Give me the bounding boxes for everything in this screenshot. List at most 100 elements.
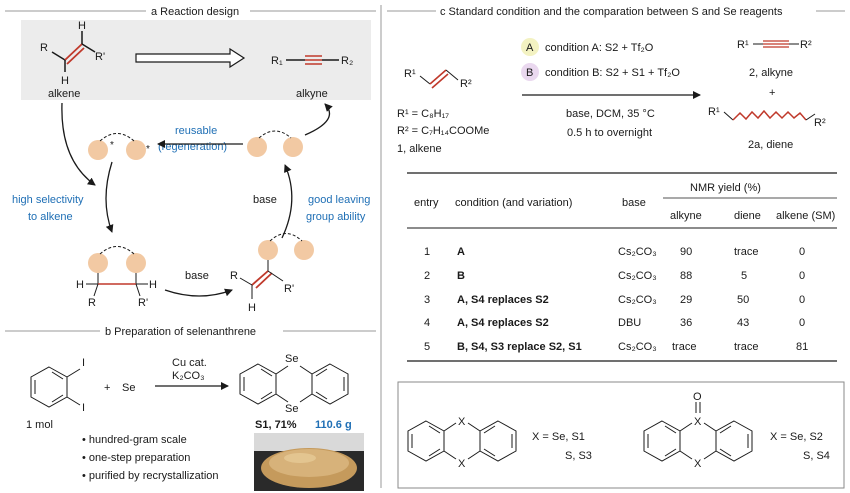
substrate-1: R¹ R² (404, 68, 472, 90)
iodo-bottom: I (82, 402, 85, 414)
cell-alkene: 0 (799, 294, 805, 306)
diene-R2: R² (814, 117, 826, 129)
product-diene: R¹ R² (708, 106, 826, 129)
panel-a: a Reaction design R R' H H alkene R₁ (5, 6, 376, 314)
adduct-structure: H H R R' (76, 246, 157, 309)
cell-alkene: 0 (799, 246, 805, 258)
elimination-arrow (164, 288, 233, 297)
se-top: Se (285, 353, 298, 365)
prod-R1: R¹ (737, 39, 749, 51)
plus-sign: + (104, 382, 110, 394)
reusable-label: reusable (175, 125, 217, 137)
vinyl-Rp: R' (284, 283, 294, 295)
table-row: 3 A, S4 replaces S2 Cs₂CO₃ 29 50 0 (424, 294, 805, 306)
table-row: 1 A Cs₂CO₃ 90 trace 0 (424, 246, 805, 258)
high-selectivity-1: high selectivity (12, 194, 84, 206)
prod-R2: R² (800, 39, 812, 51)
cell-diene: 43 (737, 317, 749, 329)
adduct-R: R (88, 297, 96, 309)
cell-condition: B (457, 270, 465, 282)
good-leaving-1: good leaving (308, 194, 370, 206)
cell-base: DBU (618, 317, 641, 329)
panel-a-title: a Reaction design (151, 6, 239, 18)
cell-condition: A (457, 246, 465, 258)
structure-S2-S4: X O X (643, 391, 753, 470)
vinyl-intermediate: R R' H (230, 233, 314, 314)
badge-B-text: B (526, 67, 533, 79)
selenanthrene: Se Se (239, 353, 349, 415)
conditions-1: base, DCM, 35 °C (566, 108, 655, 120)
cell-entry: 3 (424, 294, 430, 306)
iodo-top: I (82, 357, 85, 369)
prod-diene-label: 2a, diene (748, 139, 793, 151)
table-row: 5 B, S4, S3 replace S2, S1 Cs₂CO₃ trace … (424, 341, 808, 353)
cell-condition: A, S4 replaces S2 (457, 294, 549, 306)
amount-label: 1 mol (26, 419, 53, 431)
cycle-arrow-4 (304, 103, 333, 136)
table-row: 4 A, S4 replaces S2 DBU 36 43 0 (424, 317, 805, 329)
cell-entry: 2 (424, 270, 430, 282)
product-label: S1, 71% (255, 419, 297, 431)
vinyl-R: R (230, 270, 238, 282)
alkyne-R2: R₂ (341, 55, 353, 67)
panel-c: c Standard condition and the comparation… (387, 6, 845, 489)
badge-A (521, 38, 539, 56)
th-diene: diene (734, 210, 761, 222)
cycle-arrow-3 (281, 164, 293, 239)
conditions-2: 0.5 h to overnight (567, 127, 652, 139)
bullet-3: • purified by recrystallization (82, 470, 219, 482)
cell-alkene: 81 (796, 341, 808, 353)
structure-S1-S3: X X (407, 416, 517, 470)
transform-arrow (135, 47, 246, 69)
reagent-cu: Cu cat. (172, 357, 207, 369)
catalyst-regenerated (247, 130, 303, 157)
prod-alkyne-label: 2, alkyne (749, 67, 793, 79)
th-base: base (622, 197, 646, 209)
atom-X-top: X (694, 416, 702, 428)
diiodobenzene: I I 1 mol (26, 357, 85, 431)
table-row: 2 B Cs₂CO₃ 88 5 0 (424, 270, 805, 282)
th-nmr: NMR yield (%) (690, 182, 761, 194)
high-selectivity-2: to alkene (28, 211, 73, 223)
substrate-R1: R¹ (404, 68, 416, 80)
th-condition: condition (and variation) (455, 197, 572, 209)
adduct-H-left: H (76, 279, 84, 291)
legend-left-1: X = Se, S1 (532, 431, 585, 443)
alkyne-R1: R₁ (271, 55, 283, 67)
adduct-H-right: H (149, 279, 157, 291)
cell-diene: 50 (737, 294, 749, 306)
alkyne-label: alkyne (296, 88, 328, 100)
cell-entry: 4 (424, 317, 430, 329)
good-leaving-2: group ability (306, 211, 366, 223)
alkene-Rp: R' (95, 51, 105, 63)
cell-diene: trace (734, 341, 758, 353)
r2-def: R² = C₇H₁₄COOMe (397, 125, 489, 137)
alkene-R: R (40, 42, 48, 54)
cell-condition: A, S4 replaces S2 (457, 317, 549, 329)
cell-condition: B, S4, S3 replace S2, S1 (457, 341, 582, 353)
sm-label: 1, alkene (397, 143, 442, 155)
condition-B: condition B: S2 + S1 + Tf₂O (545, 67, 680, 79)
substrate-R2: R² (460, 78, 472, 90)
legend-right-2: S, S4 (803, 450, 830, 462)
legend-right-1: X = Se, S2 (770, 431, 823, 443)
cycle-arrow-1 (61, 102, 96, 186)
vinyl-H: H (248, 302, 256, 314)
diene-R1: R¹ (708, 106, 720, 118)
cell-alkene: 0 (799, 270, 805, 282)
legend-left-2: S, S3 (565, 450, 592, 462)
th-alkene: alkene (SM) (776, 210, 835, 222)
cell-base: Cs₂CO₃ (618, 294, 657, 306)
cell-alkyne: trace (672, 341, 696, 353)
cell-diene: trace (734, 246, 758, 258)
cell-alkyne: 90 (680, 246, 692, 258)
reagent-legend-box (397, 381, 845, 489)
cell-base: Cs₂CO₃ (618, 341, 657, 353)
catalyst-top: * * (88, 133, 150, 160)
adduct-Rp: R' (138, 297, 148, 309)
cell-alkyne: 29 (680, 294, 692, 306)
svg-text:*: * (146, 144, 150, 155)
regeneration-label: (regeneration) (158, 141, 227, 153)
reagent-k2co3: K₂CO₃ (172, 370, 205, 382)
panel-b-title: b Preparation of selenanthrene (105, 326, 256, 338)
